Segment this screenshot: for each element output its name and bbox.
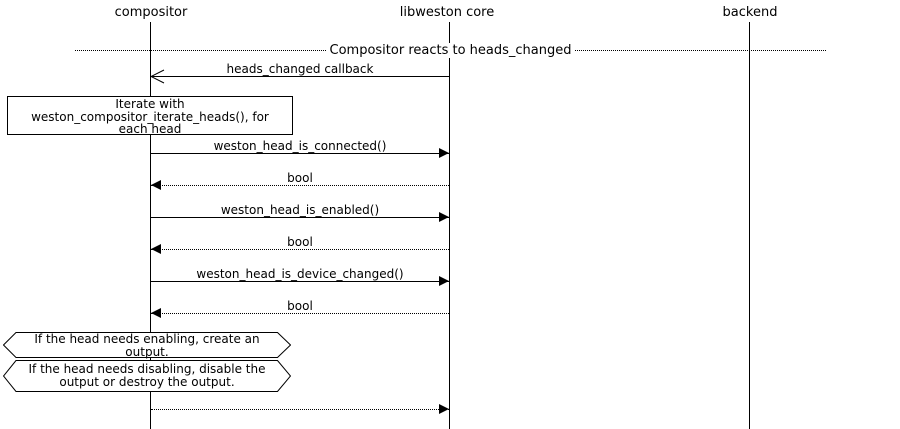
message-line xyxy=(151,409,449,410)
participant-libweston-core: libweston core xyxy=(399,5,495,20)
message-label: bool xyxy=(287,235,313,249)
message-line xyxy=(151,313,449,314)
message-label: bool xyxy=(287,171,313,185)
condition-text: If the head needs enabling, create an ou… xyxy=(3,332,291,358)
condition-line: If the head needs enabling, create an xyxy=(34,332,260,346)
arrow-right-icon xyxy=(439,276,449,286)
message-line xyxy=(151,76,449,77)
condition-line: output or destroy the output. xyxy=(59,374,235,389)
note-line: Iterate with xyxy=(115,97,185,111)
arrow-left-icon xyxy=(151,180,161,190)
diagram-title-text: Compositor reacts to heads_changed xyxy=(326,43,575,58)
arrow-right-icon xyxy=(439,212,449,222)
arrow-right-icon xyxy=(439,404,449,414)
participant-backend: backend xyxy=(722,5,778,20)
hexagon-shape xyxy=(3,360,291,392)
arrow-left-icon xyxy=(151,308,161,318)
message-label: heads_changed callback xyxy=(226,62,374,76)
participant-compositor: compositor xyxy=(114,5,188,20)
hexagon-shape xyxy=(3,332,291,358)
message-label: weston_head_is_device_changed() xyxy=(196,267,404,281)
message-line xyxy=(151,249,449,250)
note-line: weston_compositor_iterate_heads(), for xyxy=(31,109,269,124)
message-line xyxy=(151,281,449,282)
message-label: bool xyxy=(287,299,313,313)
message-label: weston_head_is_connected() xyxy=(213,139,387,153)
condition-disable-output: If the head needs disabling, disable the… xyxy=(3,360,291,392)
note-iterate-heads: Iterate with weston_compositor_iterate_h… xyxy=(7,96,293,135)
condition-text: If the head needs disabling, disable the… xyxy=(3,360,291,388)
message-label: weston_head_is_enabled() xyxy=(220,203,380,217)
message-line xyxy=(151,217,449,218)
note-line: each head xyxy=(118,122,182,136)
lifeline-compositor xyxy=(150,22,151,429)
lifeline-backend xyxy=(749,22,750,429)
arrow-left-icon xyxy=(151,244,161,254)
open-arrow-left-icon xyxy=(150,69,165,84)
diagram-title: Compositor reacts to heads_changed xyxy=(75,43,826,58)
message-line xyxy=(151,153,449,154)
message-line xyxy=(151,185,449,186)
condition-line: output. xyxy=(125,344,169,359)
condition-enable-output: If the head needs enabling, create an ou… xyxy=(3,332,291,358)
condition-line: If the head needs disabling, disable the xyxy=(28,362,266,376)
lifeline-libweston-core xyxy=(449,22,450,429)
arrow-right-icon xyxy=(439,148,449,158)
